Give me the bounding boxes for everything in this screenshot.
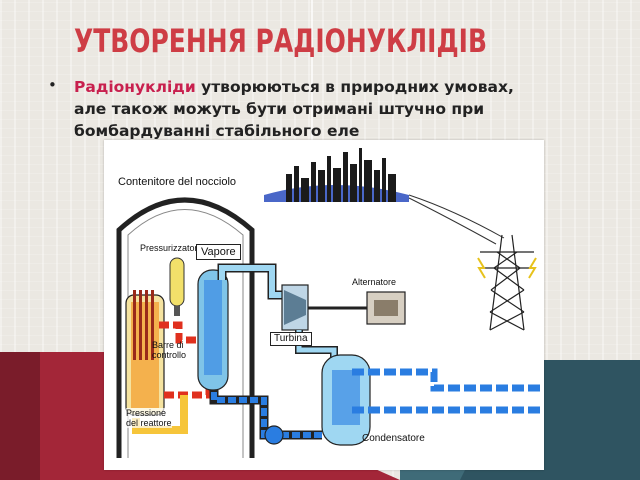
- slide-title: УТВОРЕННЯ РАДІОНУКЛІДІВ: [74, 22, 487, 60]
- turbine-icon: [281, 284, 309, 331]
- bullet-body-text: утворюються в природних умовах, але тако…: [74, 78, 514, 140]
- label-steam: Vapore: [196, 244, 241, 260]
- label-reactor-pressure: Pressione del reattore: [126, 408, 172, 428]
- transmission-tower-icon: [480, 234, 534, 331]
- label-turbine: Turbina: [270, 332, 312, 346]
- containment-building: [116, 197, 255, 458]
- pressurizer-tank: [169, 257, 185, 307]
- bullet-marker: •: [48, 76, 57, 94]
- reactor-diagram-drawing: [116, 148, 544, 458]
- bullet-highlight-term: Радіонукліди: [74, 78, 196, 96]
- label-control-rods: Barre di controllo: [152, 340, 187, 360]
- city-skyline-icon: [264, 148, 409, 202]
- label-containment: Contenitore del nocciolo: [118, 176, 237, 188]
- label-alternator: Alternatore: [352, 277, 397, 287]
- label-pressurizer: Pressurizzatore: [140, 243, 203, 253]
- bullet-text: Радіонукліди утворюються в природних умо…: [74, 76, 519, 142]
- reactor-diagram: Contenitore del nocciolo Pressurizzatore…: [104, 140, 544, 470]
- feedwater-pump-icon: [264, 425, 284, 445]
- label-condenser: Condensatore: [362, 433, 425, 444]
